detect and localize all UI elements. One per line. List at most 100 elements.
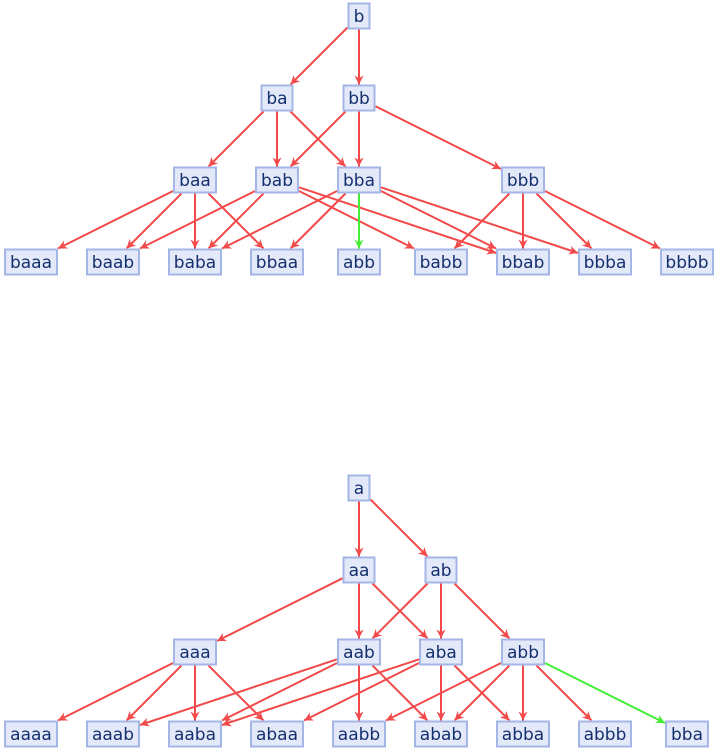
node-box [4,248,58,276]
node-box [414,720,468,748]
node-aaa: aaa [173,638,217,666]
edge-bb-to-bab [289,110,347,168]
edge-bbb-to-bbbb [544,190,661,250]
edge-aab-to-abab [371,664,429,722]
node-label: a [354,479,364,499]
edge-abb-to-aabb [385,662,502,722]
node-label: bbbb [665,253,708,273]
edge-abb-to-abab [453,664,511,722]
node-box [501,166,545,194]
node-box [255,166,299,194]
edge-bba-to-bbaa [289,192,347,250]
edge-bba-to-bbba [380,186,579,255]
node-bbaa: bbaa [250,248,304,276]
node-box [250,720,304,748]
node-label: ab [430,561,451,581]
edge-abb-to-abbb [535,664,593,722]
node-a: a [347,474,371,502]
node-box [250,248,304,276]
node-box [337,166,381,194]
edge-ab-to-abb [453,582,511,640]
node-bba: bba [337,166,381,194]
node-baaa: baaa [4,248,58,276]
node-label: baa [179,171,211,191]
edge-aba-to-abaa [303,662,420,722]
node-box [173,166,217,194]
node-box [496,720,550,748]
node-label: abab [420,725,462,745]
node-label: aaaa [10,725,52,745]
node-bbbb: bbbb [660,248,714,276]
edge-bba-to-baba [221,190,338,250]
edge-aab-to-aaba [221,662,338,722]
edge-bb-to-bbb [375,105,502,170]
edge-bab-to-baba [207,192,265,250]
node-box [332,720,386,748]
node-label: bba [671,725,703,745]
node-label: abb [343,253,375,273]
node-box [342,84,376,112]
edge-ba-to-baa [207,110,265,168]
node-aba: aba [419,638,463,666]
edge-layer [57,498,666,727]
node-bba: bba [665,720,709,748]
node-box [347,474,371,502]
node-label: aaa [179,643,210,663]
node-box [4,720,58,748]
node-bbb: bbb [501,166,545,194]
node-box [496,248,550,276]
node-bbba: bbba [578,248,632,276]
node-label: bab [261,171,293,191]
node-bbab: bbab [496,248,550,276]
node-abaa: abaa [250,720,304,748]
node-label: bba [343,171,375,191]
node-box [86,248,140,276]
edge-layer [57,26,661,255]
node-bb: bb [342,84,376,112]
node-box [168,720,222,748]
node-aabb: aabb [332,720,386,748]
node-label: aaab [92,725,134,745]
edge-abb-to-bba [544,662,666,724]
node-aa: aa [342,556,376,584]
node-label: babb [420,253,463,273]
node-baba: baba [168,248,222,276]
node-label: aba [425,643,457,663]
node-box [419,638,463,666]
node-box [578,720,632,748]
node-baab: baab [86,248,140,276]
edge-bbb-to-bbba [535,192,593,250]
node-box [86,720,140,748]
node-label: abaa [256,725,298,745]
node-box [337,248,381,276]
edge-a-to-ab [369,498,429,558]
node-abab: abab [414,720,468,748]
node-label: b [354,7,365,27]
edge-bab-to-bbab [298,186,497,255]
node-baa: baa [173,166,217,194]
edge-bbb-to-babb [453,192,511,250]
node-aaaa: aaaa [4,720,58,748]
node-label: abba [502,725,544,745]
node-label: bb [348,89,370,109]
edge-bab-to-baab [139,190,256,250]
edge-aba-to-aaba [221,658,420,727]
node-box [414,248,468,276]
node-label: baab [92,253,134,273]
node-label: aabb [338,725,380,745]
node-abb: abb [337,248,381,276]
node-box [342,556,376,584]
edge-aab-to-aaab [139,658,338,727]
node-box [424,556,458,584]
node-abba: abba [496,720,550,748]
node-box [168,248,222,276]
node-abb: abb [501,638,545,666]
node-label: baba [174,253,216,273]
edge-bba-to-bbab [380,190,497,250]
edge-baa-to-baaa [57,190,174,250]
